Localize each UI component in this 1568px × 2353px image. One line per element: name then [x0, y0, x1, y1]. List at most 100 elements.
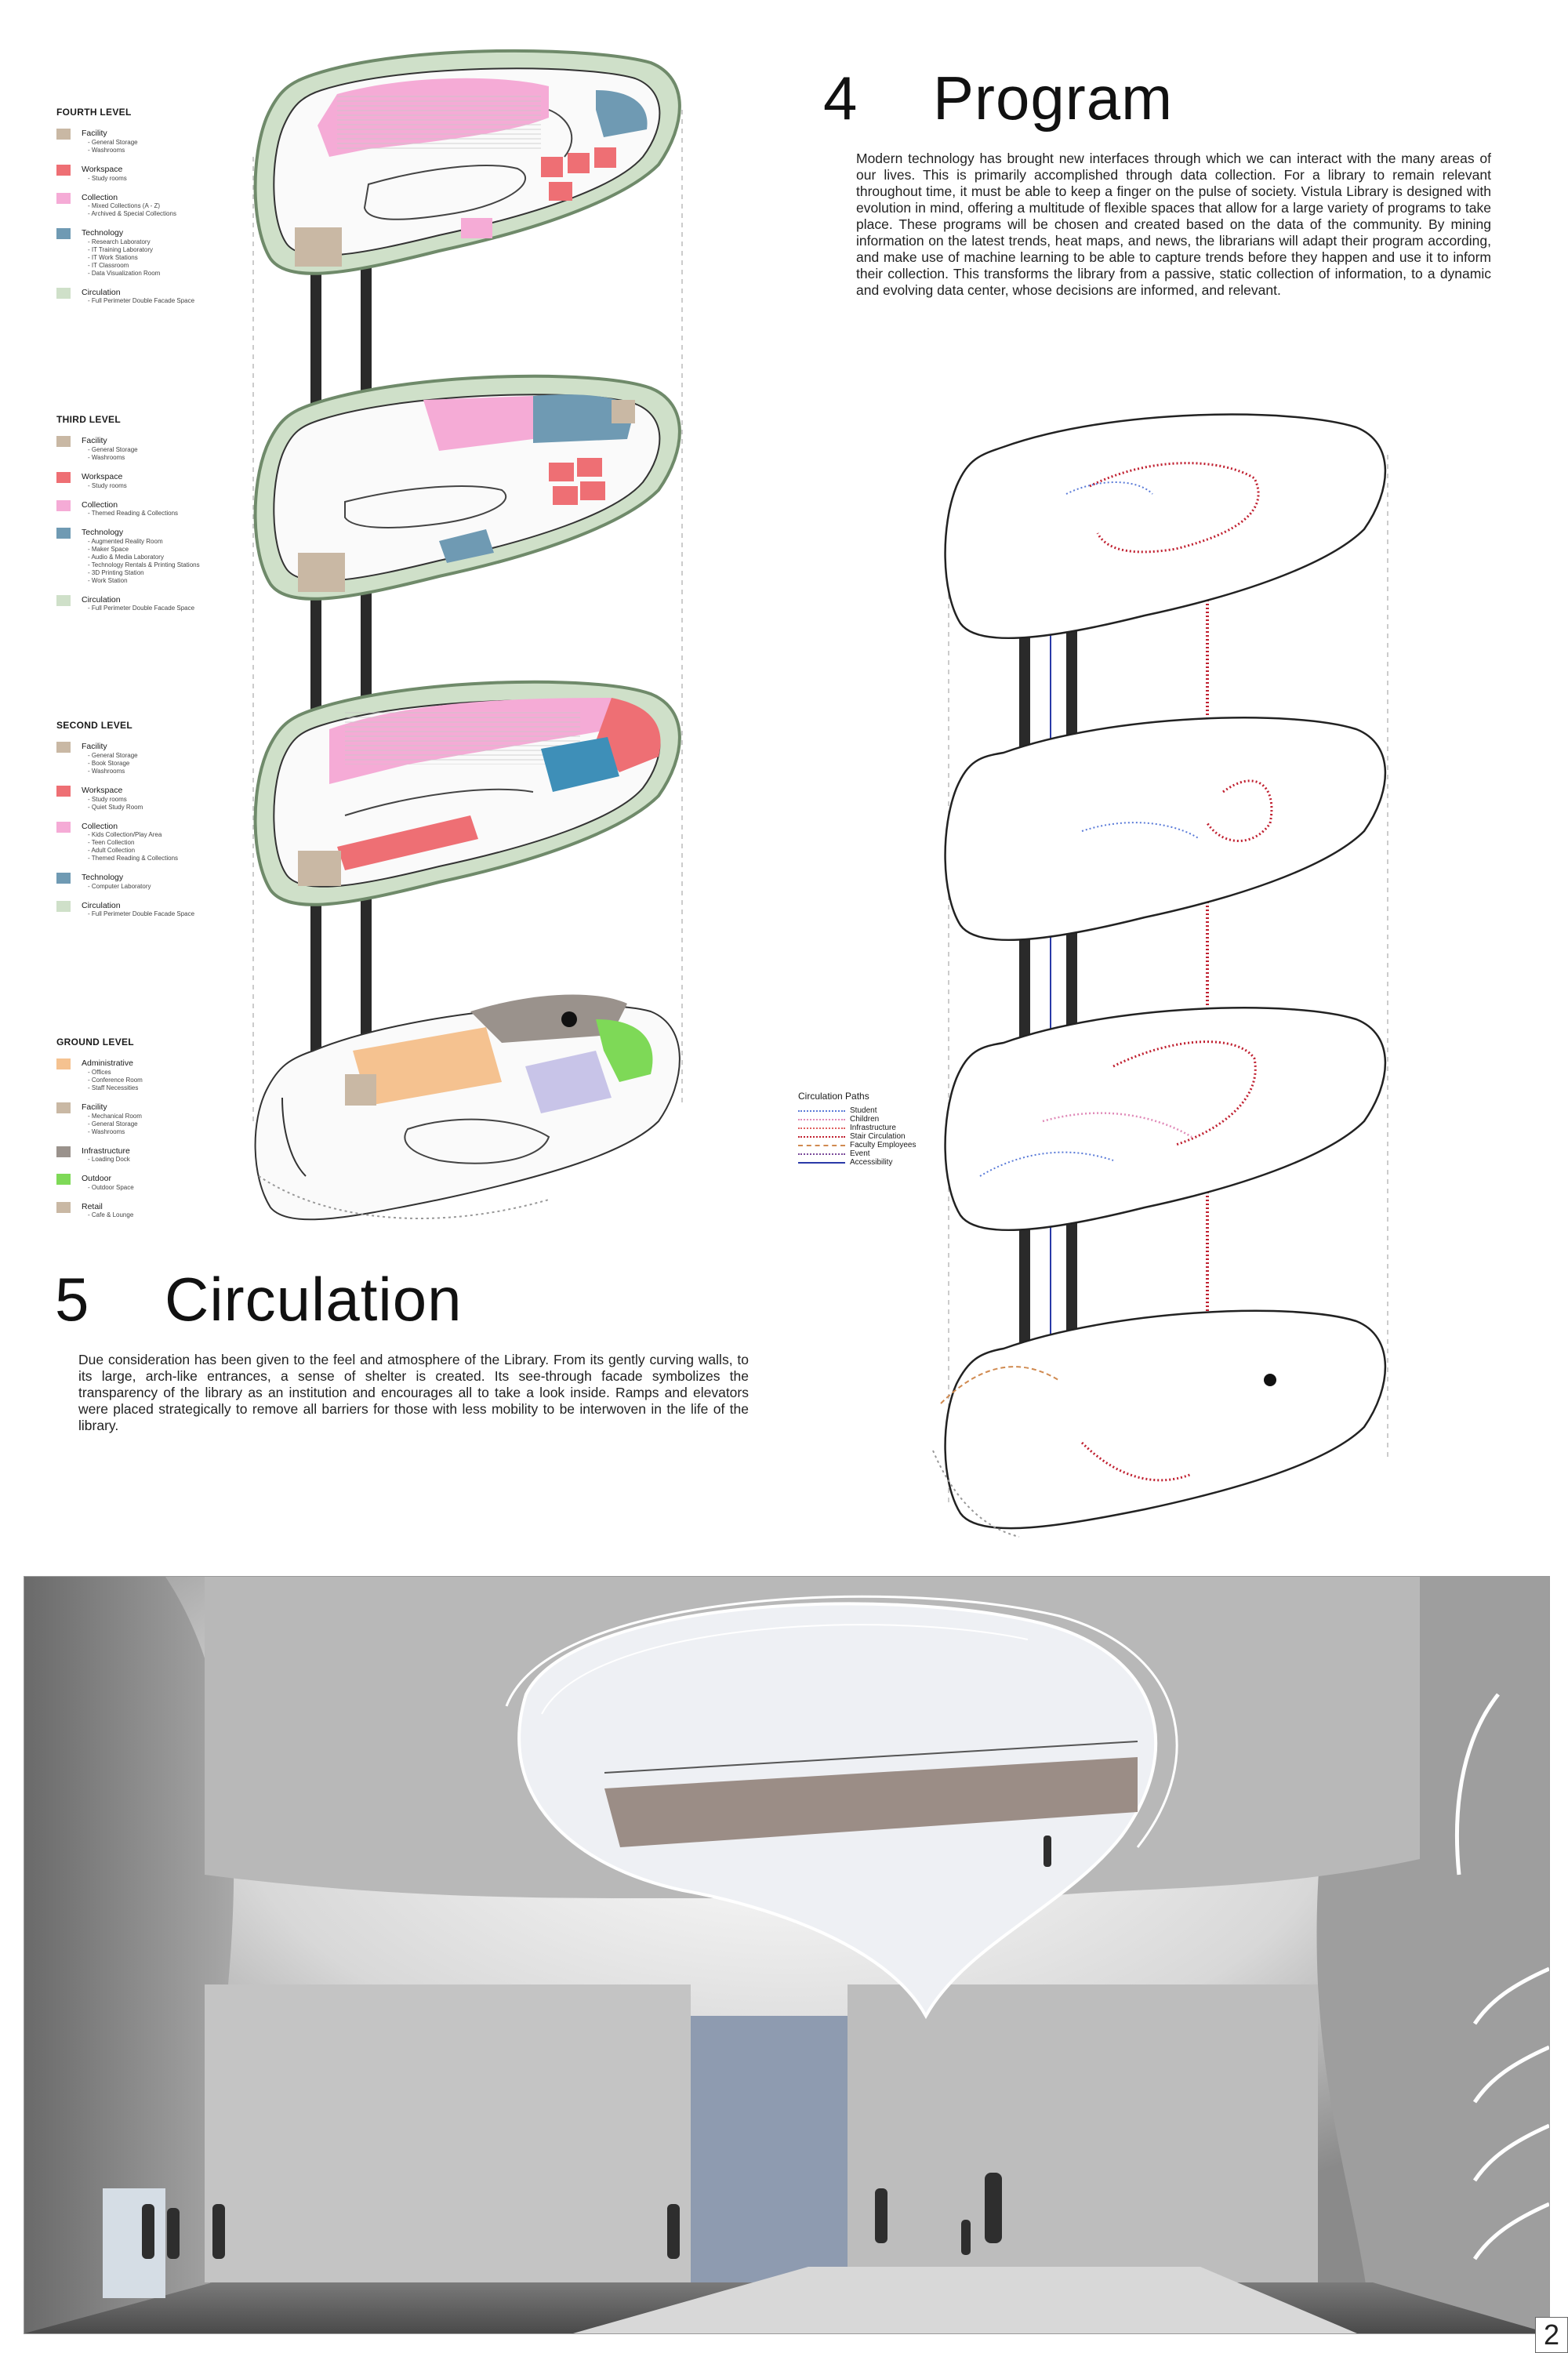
legend-category-items: - General Storage - Washrooms [88, 138, 138, 154]
legend-category: Circulation- Full Perimeter Double Facad… [56, 594, 268, 613]
legend-category-items: - Full Perimeter Double Facade Space [88, 605, 195, 612]
second-level-plan [253, 680, 681, 906]
legend-swatch [56, 1174, 71, 1186]
legend-category-name: Facility [82, 129, 107, 139]
legend-level-title: FOURTH LEVEL [56, 107, 132, 118]
legend-category: Technology- Augmented Reality Room - Mak… [56, 528, 268, 585]
legend-category: Circulation- Full Perimeter Double Facad… [56, 900, 268, 919]
path-name: Infrastructure [850, 1124, 896, 1132]
circulation-paths-legend: Circulation Paths Student Children Infra… [798, 1091, 978, 1167]
legend-line [798, 1144, 845, 1146]
legend-category-items: - Cafe & Lounge [88, 1211, 134, 1219]
legend-category-items: - Outdoor Space [88, 1183, 134, 1191]
legend-swatch [56, 594, 71, 606]
ground-level-plan [254, 994, 681, 1221]
legend-third-level: THIRD LEVEL Facility- General Storage - … [56, 414, 268, 623]
legend-ground-level: GROUND LEVEL Administrative- Offices - C… [56, 1037, 268, 1229]
path-name: Student [850, 1106, 877, 1115]
circulation-level-3 [944, 717, 1387, 942]
legend-level-title: THIRD LEVEL [56, 414, 121, 425]
program-axonometric [252, 49, 683, 1221]
legend-swatch [56, 900, 71, 912]
legend-level-title: SECOND LEVEL [56, 720, 132, 731]
program-text: Modern technology has brought new interf… [856, 151, 1491, 298]
circulation-legend-row: Student [798, 1106, 978, 1115]
program-heading: 4 Program [823, 63, 1173, 134]
legend-line [798, 1153, 845, 1155]
circulation-legend-row: Accessibility [798, 1158, 978, 1167]
legend-category-items: - Augmented Reality Room - Maker Space -… [88, 537, 200, 584]
legend-category: Administrative- Offices - Conference Roo… [56, 1058, 268, 1092]
legend-category: Collection- Mixed Collections (A - Z) - … [56, 192, 268, 219]
legend-swatch [56, 287, 71, 299]
circulation-legend-row: Faculty Employees [798, 1141, 978, 1149]
path-name: Faculty Employees [850, 1141, 916, 1149]
legend-swatch [56, 1102, 71, 1113]
legend-category-name: Retail [82, 1201, 103, 1211]
program-title: Program [933, 64, 1174, 133]
page-number: 2 [1535, 2317, 1568, 2353]
legend-category-name: Facility [82, 1102, 107, 1112]
legend-category: Outdoor- Outdoor Space [56, 1174, 268, 1192]
legend-level-title: GROUND LEVEL [56, 1037, 134, 1048]
legend-category-name: Workspace [82, 471, 123, 481]
legend-line [798, 1135, 845, 1138]
legend-category-items: - Mixed Collections (A - Z) - Archived &… [88, 202, 176, 218]
legend-fourth-level: FOURTH LEVEL Facility- General Storage -… [56, 107, 268, 315]
legend-category-items: - Themed Reading & Collections [88, 510, 179, 517]
interior-rendering [24, 1576, 1550, 2334]
legend-category-name: Circulation [82, 594, 121, 605]
legend-category: Workspace- Study rooms [56, 471, 268, 490]
legend-category-name: Circulation [82, 900, 121, 910]
circulation-text: Due consideration has been given to the … [78, 1352, 749, 1433]
fourth-level-plan [253, 49, 681, 275]
legend-swatch [56, 873, 71, 884]
legend-category-items: - Research Laboratory - IT Training Labo… [88, 238, 161, 277]
legend-category-name: Administrative [82, 1058, 133, 1069]
legend-line [798, 1118, 845, 1120]
interior-rendering-image [24, 1577, 1549, 2333]
legend-category-name: Collection [82, 821, 118, 831]
program-number: 4 [823, 64, 858, 133]
circulation-heading: 5 Circulation [55, 1264, 462, 1335]
legend-category-items: - Mechanical Room - General Storage - Wa… [88, 1112, 142, 1135]
legend-category: Facility- Mechanical Room - General Stor… [56, 1102, 268, 1136]
legend-swatch [56, 1058, 71, 1070]
legend-swatch [56, 785, 71, 797]
legend-category: Retail- Cafe & Lounge [56, 1201, 268, 1220]
legend-swatch [56, 129, 71, 140]
circulation-ground [932, 1309, 1387, 1538]
legend-category-name: Circulation [82, 287, 121, 297]
legend-category: Circulation- Full Perimeter Double Facad… [56, 287, 268, 306]
vertical-guides [252, 110, 683, 1121]
legend-category-name: Workspace [82, 164, 123, 174]
legend-swatch [56, 528, 71, 539]
legend-line [798, 1127, 845, 1129]
legend-category: Facility- General Storage - Washrooms [56, 129, 268, 154]
legend-category-name: Outdoor [82, 1174, 111, 1184]
circulation-title: Circulation [165, 1265, 463, 1334]
legend-category-name: Technology [82, 528, 124, 538]
circulation-legend-row: Children [798, 1115, 978, 1124]
legend-category-items: - Full Perimeter Double Facade Space [88, 297, 195, 305]
circulation-level-4 [944, 413, 1387, 640]
legend-swatch [56, 471, 71, 483]
legend-swatch [56, 192, 71, 204]
legend-category: Facility- General Storage - Washrooms [56, 436, 268, 462]
circulation-legend-title: Circulation Paths [798, 1091, 869, 1102]
path-name: Stair Circulation [850, 1132, 906, 1141]
legend-category-items: - Study rooms - Quiet Study Room [88, 795, 143, 811]
legend-category-name: Facility [82, 436, 107, 446]
legend-swatch [56, 499, 71, 511]
path-name: Children [850, 1115, 880, 1124]
legend-category: Collection- Kids Collection/Play Area - … [56, 821, 268, 863]
legend-category: Workspace- Study rooms - Quiet Study Roo… [56, 785, 268, 812]
legend-category-items: - Study rooms [88, 481, 127, 489]
legend-category-name: Collection [82, 192, 118, 202]
circulation-legend-row: Infrastructure [798, 1124, 978, 1132]
legend-category-items: - Study rooms [88, 174, 127, 182]
circulation-number: 5 [55, 1265, 90, 1334]
legend-swatch [56, 164, 71, 176]
legend-category-items: - General Storage - Washrooms [88, 445, 138, 461]
legend-category: Collection- Themed Reading & Collections [56, 499, 268, 518]
